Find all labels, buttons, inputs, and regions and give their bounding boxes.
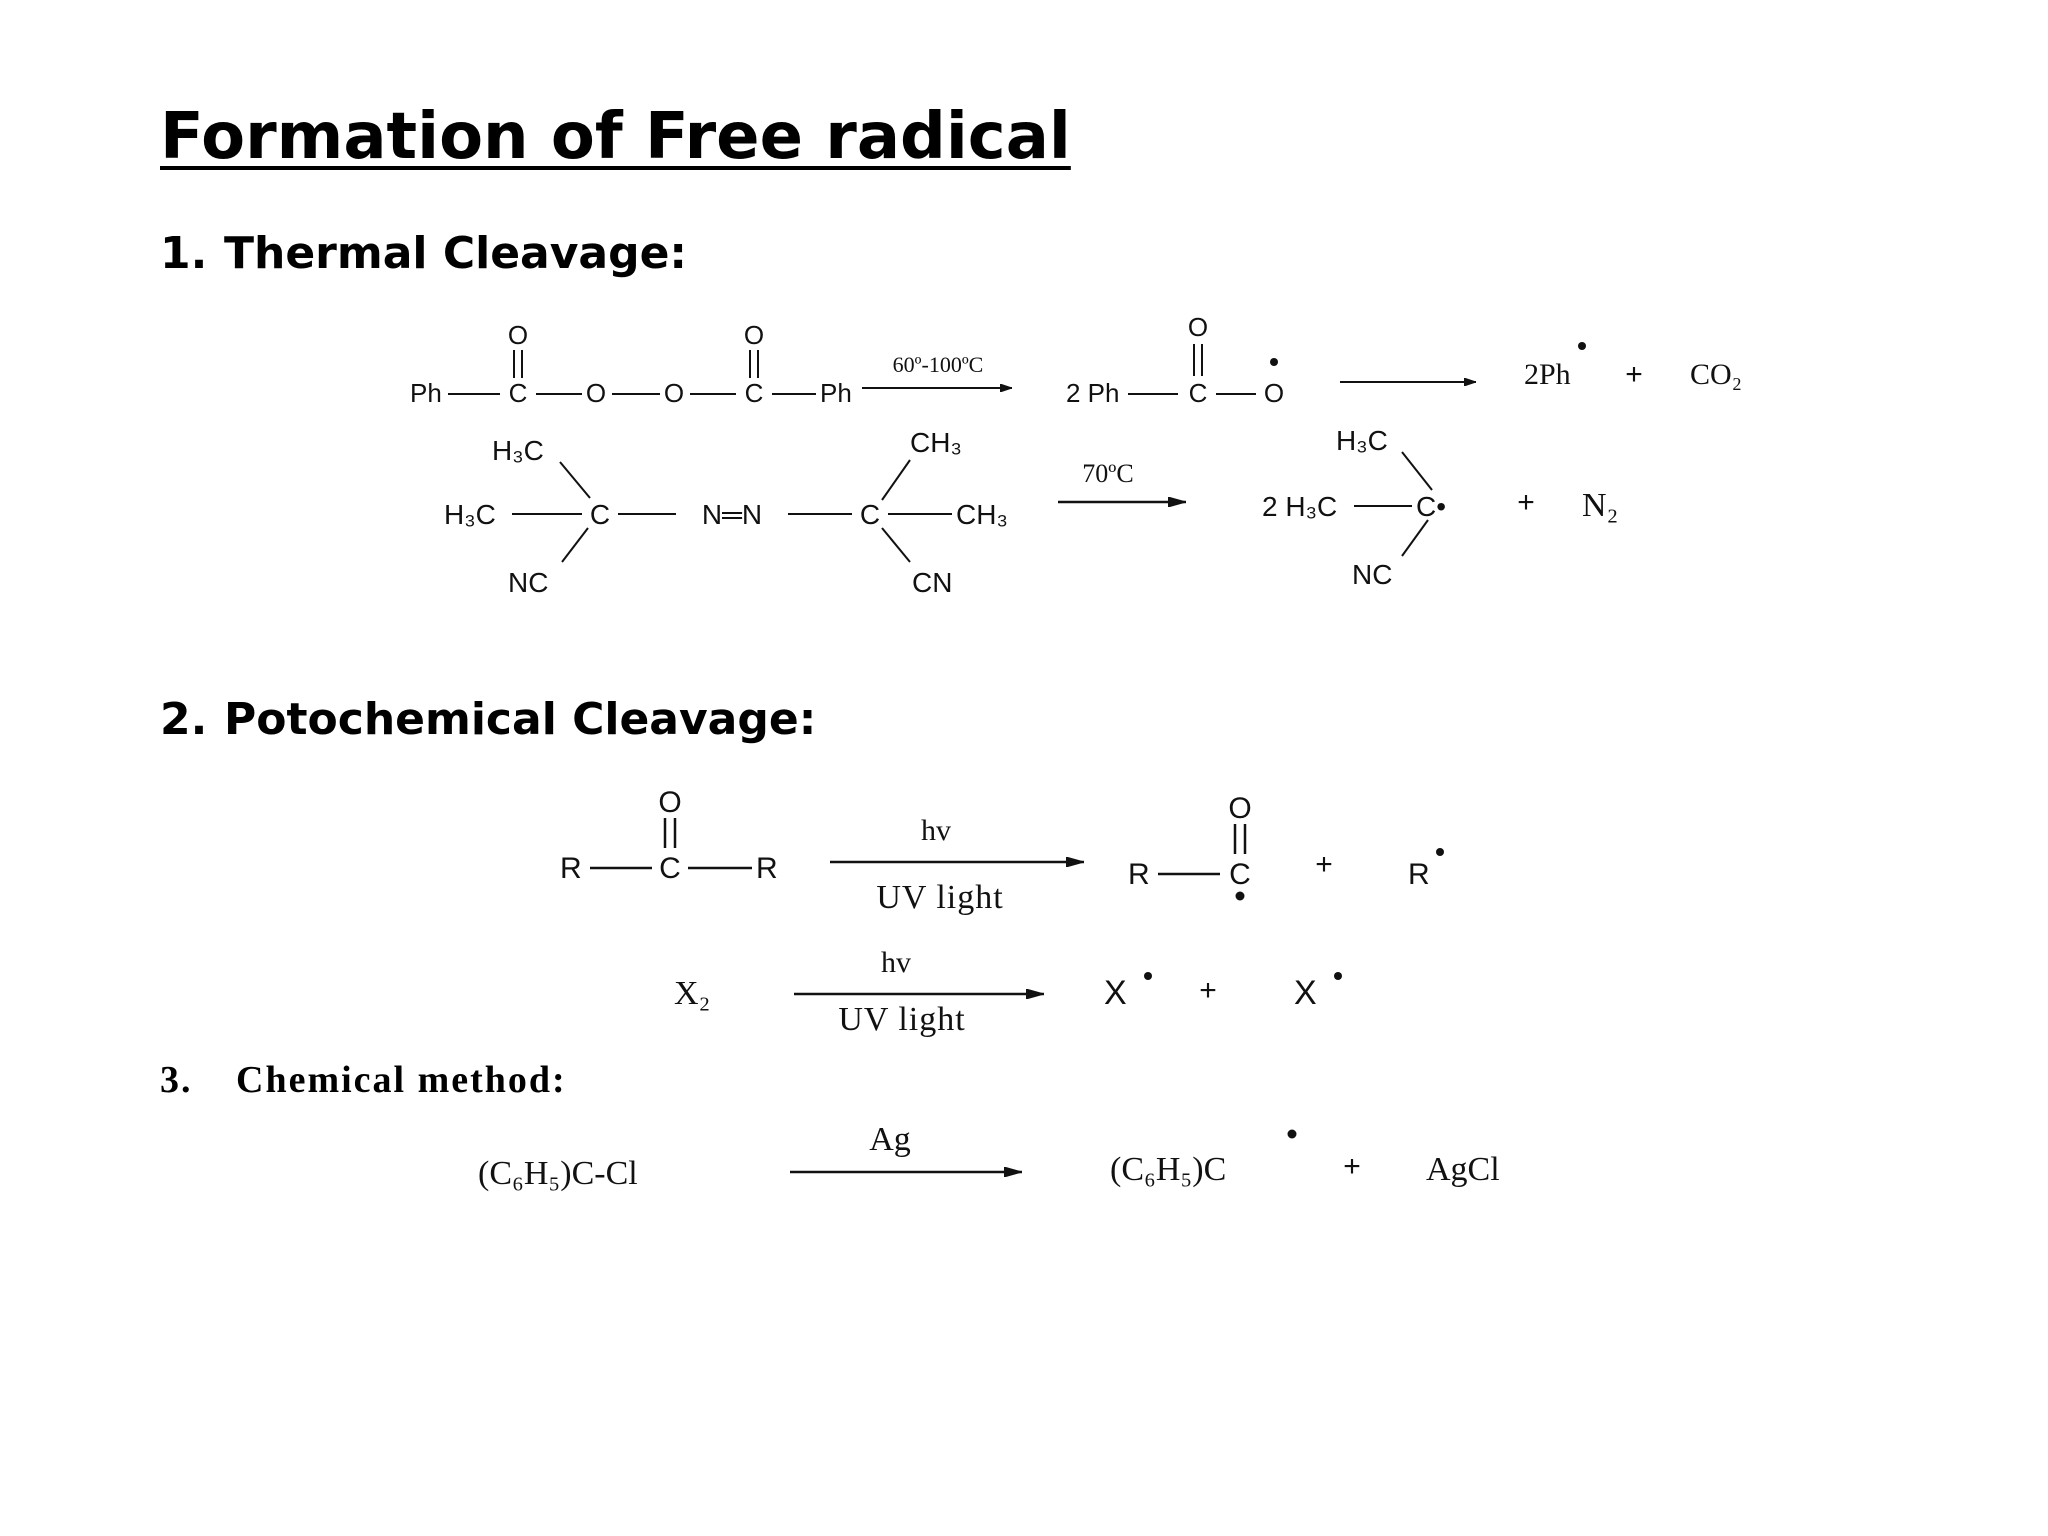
product-label: 2Ph <box>1524 358 1571 391</box>
carbon-atom: C <box>659 852 681 885</box>
condition-label: 60º-100ºC <box>893 352 984 377</box>
nitrile-label: NC <box>508 567 548 598</box>
section-title: Potochemical Cleavage: <box>224 694 817 745</box>
radical-label: X <box>1294 974 1317 1012</box>
condition-label: hv <box>921 814 951 847</box>
alkyl-label: R <box>756 852 778 885</box>
alkyl-label: R <box>1128 858 1150 891</box>
methyl-label: CH₃ <box>910 427 962 458</box>
section-number: 1. <box>160 228 208 279</box>
radical-dot <box>1334 972 1342 980</box>
product-prefix: 2 H₃C <box>1262 491 1337 522</box>
carbon-atom: C <box>590 499 610 530</box>
condition-label: 70ºC <box>1082 459 1133 488</box>
reaction-silver: (C₆H₅)C-Cl Ag (C₆H₅)C + AgCl <box>478 1121 1500 1192</box>
radical-dot <box>1578 342 1586 350</box>
radical-dot <box>1436 848 1444 856</box>
methyl-label: H₃C <box>1336 425 1388 456</box>
condition-label: Ag <box>869 1121 911 1158</box>
product-label: N₂ <box>1582 487 1618 524</box>
radical-dot <box>1270 358 1278 366</box>
plus-sign: + <box>1625 358 1643 391</box>
slide-title: Formation of Free radical <box>160 100 1071 174</box>
reaction-ketone: R C O R hv UV light R C O + R <box>560 786 1444 916</box>
carbon-atom: C <box>1189 378 1208 408</box>
azo-linkage: N═N <box>702 499 762 530</box>
plus-sign: + <box>1343 1150 1361 1183</box>
radical-carbon: C• <box>1416 491 1446 522</box>
methyl-label: H₃C <box>444 499 496 530</box>
plus-sign: + <box>1199 974 1217 1007</box>
section-heading-chemical: 3. Chemical method: <box>160 1058 567 1102</box>
reactant-label: X₂ <box>674 975 710 1012</box>
oxygen-atom: O <box>586 378 606 408</box>
nitrile-label: NC <box>1352 559 1392 590</box>
oxygen-atom: O <box>664 378 684 408</box>
methyl-label: CH₃ <box>956 499 1008 530</box>
product-label: CO₂ <box>1690 358 1742 391</box>
radical-dot <box>1235 891 1245 901</box>
methyl-label: H₃C <box>492 435 544 466</box>
oxygen-atom: O <box>508 320 528 350</box>
product-label: AgCl <box>1426 1151 1500 1188</box>
carbon-atom: C <box>745 378 764 408</box>
carbon-atom: C <box>509 378 528 408</box>
carbon-atom: C <box>1229 858 1251 891</box>
radical-dot <box>1287 1129 1297 1139</box>
radical-label: (C₆H₅)C <box>1110 1151 1226 1188</box>
plus-sign: + <box>1315 848 1333 881</box>
phenyl-label: Ph <box>820 378 852 408</box>
section-number: 2. <box>160 694 208 745</box>
oxygen-atom: O <box>744 320 764 350</box>
section-title: Chemical method: <box>236 1059 567 1101</box>
reaction-peroxide: Ph O C O O O C Ph 60º-100ºC 2 Ph O C O 2… <box>410 312 1742 408</box>
reactant-label: (C₆H₅)C-Cl <box>478 1155 638 1192</box>
section-number: 3. <box>160 1059 193 1101</box>
oxygen-atom: O <box>1228 792 1251 825</box>
nitrile-label: CN <box>912 567 952 598</box>
plus-sign: + <box>1517 486 1535 519</box>
condition-label: UV light <box>876 879 1003 916</box>
section-heading-thermal: 1. Thermal Cleavage: <box>160 228 687 279</box>
condition-label: UV light <box>838 1001 965 1038</box>
coefficient-label: 2 Ph <box>1066 378 1120 408</box>
section-title: Thermal Cleavage: <box>224 228 688 279</box>
oxygen-atom: O <box>1188 312 1208 342</box>
reaction-halogen: X₂ hv UV light X + X <box>674 946 1342 1038</box>
condition-label: hv <box>881 946 911 979</box>
oxygen-atom: O <box>1264 378 1284 408</box>
alkyl-label: R <box>560 852 582 885</box>
reaction-azo: H₃C H₃C C NC N═N C CH₃ CH₃ CN 70ºC H₃C 2… <box>444 425 1618 598</box>
phenyl-label: Ph <box>410 378 442 408</box>
radical-dot <box>1144 972 1152 980</box>
carbon-atom: C <box>860 499 880 530</box>
product-label: R <box>1408 858 1430 891</box>
oxygen-atom: O <box>658 786 681 819</box>
section-heading-photochemical: 2. Potochemical Cleavage: <box>160 694 816 745</box>
radical-label: X <box>1104 974 1127 1012</box>
